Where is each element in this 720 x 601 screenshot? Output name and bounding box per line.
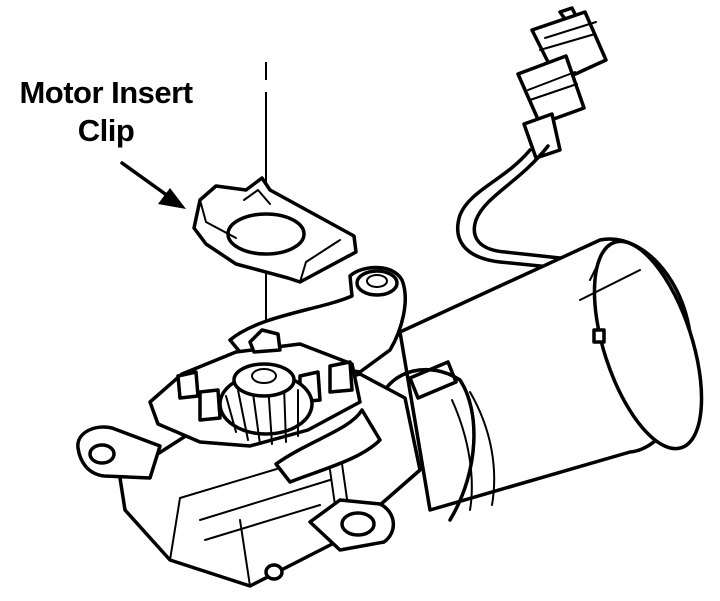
wire-connector xyxy=(516,6,608,160)
gear-cluster xyxy=(148,328,362,448)
motor-insert-clip-label: Motor Insert Clip xyxy=(6,74,206,150)
callout-line-2: Clip xyxy=(77,113,135,148)
leader-arrow xyxy=(120,161,186,209)
wire xyxy=(455,144,562,270)
motor-insert-clip xyxy=(192,176,358,284)
callout-line-1: Motor Insert xyxy=(19,75,193,110)
mounting-tab-left xyxy=(76,425,162,480)
mounting-tab-right xyxy=(264,498,395,581)
motor-housing xyxy=(378,237,704,522)
